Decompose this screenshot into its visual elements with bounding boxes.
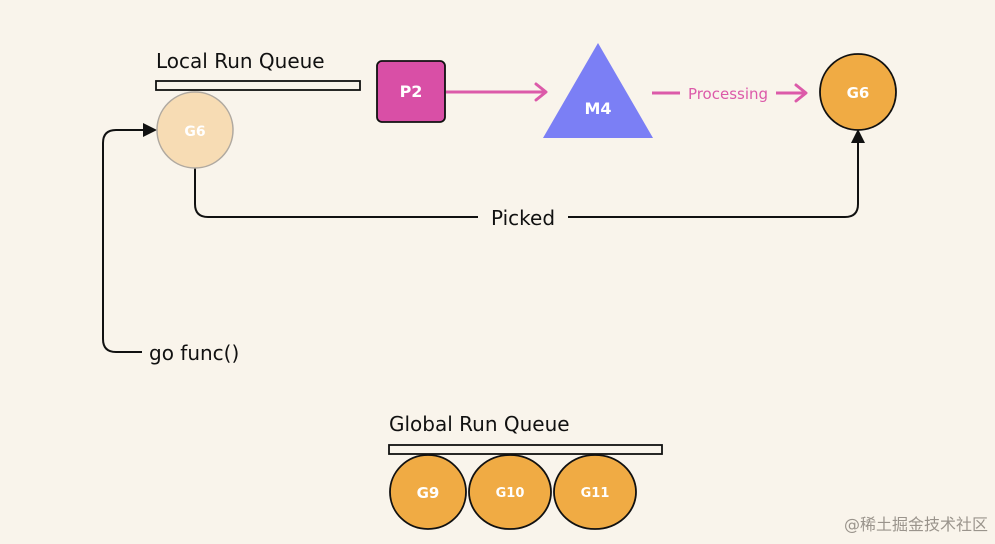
machine-label: M4 — [584, 99, 611, 118]
global-goroutine-label: G10 — [496, 486, 525, 501]
local-goroutine-label: G6 — [184, 124, 205, 140]
processing-arrow — [652, 83, 808, 103]
global-run-queue-bar — [388, 444, 663, 455]
global-run-queue-title: Global Run Queue — [389, 412, 570, 436]
processor-node: P2 — [376, 60, 446, 123]
local-goroutine-node: G6 — [156, 91, 234, 169]
global-goroutine-label: G9 — [417, 484, 440, 502]
go-func-connector — [102, 123, 157, 353]
local-run-queue-bar — [155, 80, 361, 91]
processing-goroutine-node: G6 — [819, 53, 897, 131]
processor-label: P2 — [400, 82, 423, 101]
processor-to-machine-arrow — [446, 82, 548, 102]
go-func-label: go func() — [149, 341, 239, 365]
global-goroutine-node: G11 — [553, 454, 637, 530]
watermark-text: @稀土掘金技术社区 — [844, 515, 988, 534]
local-run-queue-title: Local Run Queue — [156, 49, 325, 73]
global-goroutine-label: G11 — [581, 486, 610, 501]
picked-connector-right — [568, 129, 865, 218]
picked-connector-left — [194, 168, 478, 218]
processing-label: Processing — [688, 85, 768, 103]
global-goroutine-node: G9 — [389, 454, 467, 530]
processing-goroutine-label: G6 — [847, 84, 870, 102]
machine-node: M4 — [543, 43, 653, 138]
global-goroutine-node: G10 — [468, 454, 552, 530]
picked-label: Picked — [491, 206, 555, 230]
